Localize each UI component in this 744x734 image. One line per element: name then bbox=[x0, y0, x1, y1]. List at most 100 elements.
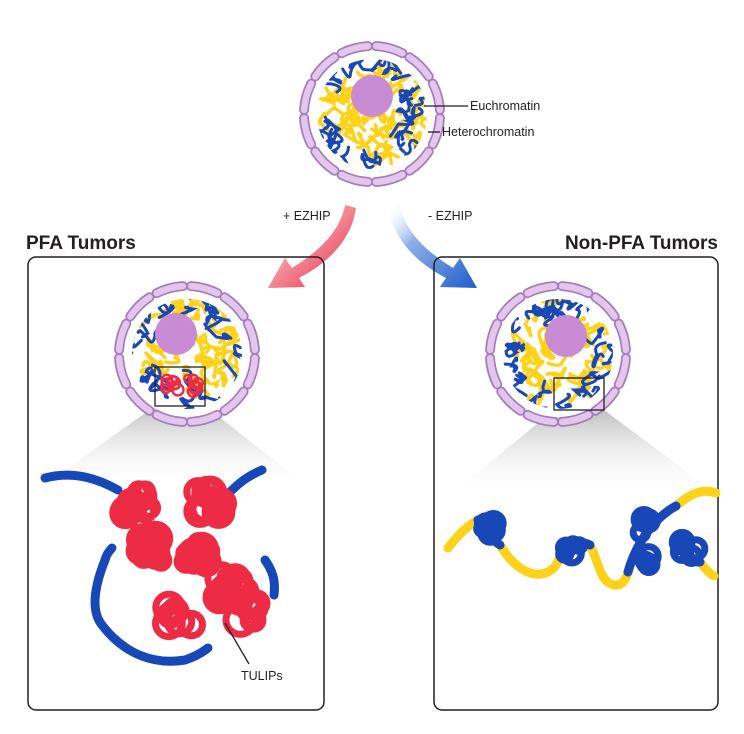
minus-ezhip-label: - EZHIP bbox=[428, 209, 472, 223]
tulip-fibers bbox=[160, 373, 204, 399]
chromatin-fiber bbox=[537, 379, 553, 399]
membrane-segment bbox=[244, 354, 259, 388]
chromatin-fiber bbox=[317, 115, 330, 139]
membrane-segment bbox=[615, 354, 630, 388]
chromatin-fiber bbox=[323, 118, 342, 134]
chromatin-fiber bbox=[580, 371, 601, 386]
zoom-cone-left bbox=[40, 406, 310, 488]
pfa-tumors-title: PFA Tumors bbox=[26, 233, 136, 254]
membrane-segment bbox=[127, 388, 153, 414]
fiber-loop bbox=[132, 499, 158, 524]
pfa-nucleus bbox=[40, 281, 310, 488]
membrane-segment bbox=[524, 411, 558, 426]
heterochromatin-strand bbox=[90, 555, 213, 666]
chromatin-fiber bbox=[356, 123, 380, 149]
chromatin-fiber bbox=[554, 392, 572, 409]
chromatin-fiber bbox=[413, 115, 427, 132]
euchromatin-strand bbox=[585, 540, 633, 590]
chromatin-fiber bbox=[340, 107, 358, 124]
chromatin-fiber bbox=[395, 106, 424, 120]
membrane-segment bbox=[615, 320, 630, 354]
membrane-segment bbox=[372, 171, 406, 186]
chromatin-fiber bbox=[157, 303, 175, 320]
euchromatin-label: Euchromatin bbox=[470, 99, 540, 113]
chromatin-fiber bbox=[601, 343, 613, 366]
membrane-segment bbox=[558, 411, 592, 426]
membrane-segment bbox=[244, 320, 259, 354]
chromatin-fiber bbox=[545, 366, 568, 380]
plus-ezhip-label: + EZHIP bbox=[283, 209, 331, 223]
chromatin-fiber bbox=[542, 299, 571, 315]
membrane-segment bbox=[486, 320, 501, 354]
chromatin-fiber bbox=[358, 59, 387, 73]
chromatin-fiber bbox=[580, 385, 600, 400]
membrane-segment bbox=[115, 354, 130, 388]
chromatin-fiber bbox=[585, 321, 602, 347]
fiber-loop bbox=[637, 552, 661, 576]
membrane-segment bbox=[406, 148, 432, 174]
chromatin-fiber bbox=[199, 360, 218, 382]
chromatin-fiber bbox=[546, 299, 573, 307]
heterochromatin-label: Heterochromatin bbox=[442, 125, 534, 139]
fiber-loop bbox=[160, 377, 175, 392]
membrane-segment bbox=[300, 114, 315, 148]
fiber-loop bbox=[197, 544, 220, 567]
top-nucleus bbox=[299, 41, 445, 187]
fiber-loop bbox=[182, 373, 193, 384]
heterochromatin-strand bbox=[225, 465, 267, 497]
chromatin-fiber bbox=[139, 368, 155, 384]
chromatin-fiber bbox=[504, 341, 526, 354]
chromatin-fiber bbox=[317, 105, 346, 127]
nonpfa-nucleus bbox=[450, 281, 718, 495]
membrane-segment bbox=[524, 282, 558, 297]
chromatin-fiber bbox=[203, 322, 233, 341]
membrane-segment bbox=[498, 388, 524, 414]
fiber-loop bbox=[634, 513, 653, 531]
membrane-segment bbox=[406, 54, 432, 80]
membrane-segment bbox=[592, 294, 618, 320]
membrane-segment bbox=[153, 411, 187, 426]
heterochromatin-strand bbox=[260, 555, 279, 600]
chromatin-fiber bbox=[214, 370, 228, 388]
fiber-loop bbox=[222, 602, 259, 638]
tulips-zoom: TULIPs bbox=[40, 465, 283, 683]
nonpfa-panel bbox=[433, 256, 719, 711]
membrane-segment bbox=[221, 388, 247, 414]
fiber-loop bbox=[171, 382, 185, 397]
chromatin-fiber bbox=[193, 332, 208, 345]
tulip-clusters bbox=[109, 475, 271, 641]
chromatin-fiber bbox=[192, 299, 207, 315]
zoom-box-right bbox=[553, 377, 605, 411]
chromatin-fiber bbox=[523, 313, 533, 338]
heterochromatin-loops bbox=[473, 506, 709, 576]
chromatin-fiber bbox=[341, 61, 362, 79]
fiber-loop bbox=[669, 539, 695, 564]
nonpfa-tumors-title: Non-PFA Tumors bbox=[565, 233, 718, 254]
chromatin-fiber bbox=[583, 326, 605, 345]
chromatin-fiber bbox=[388, 106, 416, 138]
membrane-segment bbox=[498, 294, 524, 320]
membrane-segment bbox=[486, 354, 501, 388]
chromatin-fiber bbox=[378, 109, 403, 134]
zoom-box-left bbox=[154, 366, 206, 407]
fiber-loop bbox=[189, 379, 201, 390]
chromatin-fiber bbox=[371, 148, 393, 167]
chromatin-fiber bbox=[531, 308, 545, 323]
pfa-panel bbox=[27, 256, 325, 711]
chromatin-fiber bbox=[317, 91, 336, 106]
membrane-segment bbox=[153, 282, 187, 297]
chromatin-fiber bbox=[189, 308, 201, 321]
membrane-segment bbox=[221, 294, 247, 320]
chromatin-fiber bbox=[503, 356, 519, 374]
chromatin-fiber bbox=[339, 73, 358, 103]
membrane-segment bbox=[187, 411, 221, 426]
fiber-loop bbox=[161, 597, 190, 626]
membrane-segment bbox=[312, 54, 338, 80]
fiber-loop bbox=[186, 384, 201, 399]
heterochromatin-strand bbox=[100, 543, 117, 565]
fiber-loop bbox=[191, 475, 225, 509]
nucleolus bbox=[155, 313, 197, 355]
membrane-segment bbox=[592, 388, 618, 414]
chromatin-fiber bbox=[544, 299, 556, 320]
